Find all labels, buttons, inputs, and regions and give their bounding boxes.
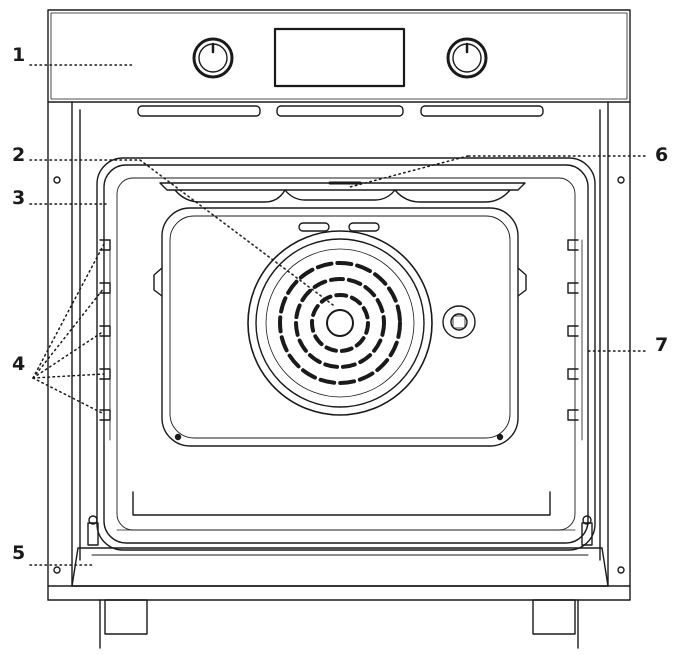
callout-1: 1	[12, 44, 26, 66]
leader-6b	[349, 155, 469, 188]
leader-2b	[139, 159, 334, 306]
leader-4c	[32, 330, 105, 379]
leader-4d	[32, 373, 105, 379]
top-heating-element	[159, 181, 526, 203]
oven-cavity	[96, 157, 596, 551]
callout-6: 6	[655, 144, 669, 166]
leader-lines	[29, 64, 646, 566]
back-panel	[153, 207, 527, 447]
base-plinth	[99, 599, 579, 649]
right-knob	[446, 37, 488, 79]
oven-lamp	[442, 305, 476, 339]
callout-7: 7	[655, 334, 669, 356]
display-screen	[273, 27, 406, 88]
cavity-bottom	[116, 491, 576, 531]
door-seal	[71, 547, 609, 587]
vent-slots	[137, 105, 544, 117]
callout-2: 2	[12, 144, 26, 166]
callout-5: 5	[12, 542, 26, 564]
left-knob	[192, 37, 234, 79]
callout-4: 4	[12, 353, 26, 375]
leader-4a	[32, 243, 105, 379]
door-hinges	[87, 515, 593, 546]
leader-4e	[32, 377, 105, 415]
control-panel	[47, 9, 631, 103]
oven-frame	[47, 101, 631, 601]
shelf-rails-left	[99, 239, 111, 421]
leader-4b	[32, 287, 105, 379]
convection-fan	[247, 230, 433, 416]
callout-3: 3	[12, 187, 26, 209]
shelf-rails-right	[567, 239, 579, 421]
